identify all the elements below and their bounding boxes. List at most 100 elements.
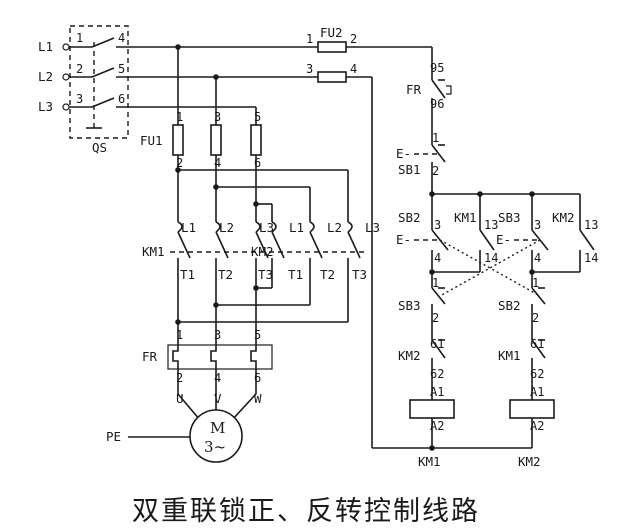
sb2-pin-3: 3 [434, 218, 441, 232]
l2-terminal [62, 73, 70, 81]
fu1-pin-1: 1 [176, 110, 183, 124]
km1-pin-61: 61 [530, 337, 544, 351]
interlock-link-1 [439, 239, 541, 297]
qs-blade-2 [91, 67, 115, 78]
motor-u: U [176, 391, 184, 406]
label-l1: L1 [38, 39, 53, 54]
qs-blade-1 [91, 37, 115, 48]
sb3-e: E- [496, 232, 511, 247]
km1-t3: T3 [258, 267, 273, 282]
sb3-nc-pin-2: 2 [432, 311, 439, 325]
label-fr-control: FR [406, 82, 422, 97]
qs-blade-3 [91, 97, 115, 108]
label-l3: L3 [38, 99, 53, 114]
qs-pin-3: 3 [76, 92, 83, 106]
motor-m: M [210, 419, 225, 437]
label-sb2-no: SB2 [398, 210, 421, 225]
fu1-fuse-1 [172, 124, 184, 156]
fu2-pin-2: 2 [350, 32, 357, 46]
km2-a1: A1 [530, 385, 544, 399]
sb1-pin-2: 2 [432, 164, 439, 178]
label-l2: L2 [38, 69, 53, 84]
fr-pin-6: 6 [254, 371, 261, 385]
fu1-pin-6: 6 [254, 156, 261, 170]
label-km2-main: KM2 [251, 244, 274, 259]
label-fu1: FU1 [140, 133, 163, 148]
km2-t1: T1 [288, 267, 303, 282]
fu2-fuse-1 [317, 41, 347, 53]
label-km2-coil: KM2 [518, 454, 541, 469]
label-km1-hold: KM1 [454, 210, 477, 225]
sb2-nc-pin-2: 2 [532, 311, 539, 325]
km1-pin-14: 14 [484, 251, 498, 265]
fu2-pin-4: 4 [350, 62, 357, 76]
fr-pin-96: 96 [430, 97, 444, 111]
km2-pin-62: 62 [430, 367, 444, 381]
label-km1-main: KM1 [142, 244, 165, 259]
km1-l2: L2 [219, 220, 234, 235]
qs-dashed-enclosure [69, 25, 129, 139]
label-sb2-nc: SB2 [498, 298, 521, 313]
fu1-fuses [172, 124, 262, 222]
km1-l1: L1 [181, 220, 196, 235]
sb2-e: E- [396, 232, 411, 247]
km1-t2: T2 [218, 267, 233, 282]
sb1-e: E- [396, 146, 411, 161]
sb3-pin-3: 3 [534, 218, 541, 232]
km2-t2: T2 [320, 267, 335, 282]
fu1-pin-5: 5 [254, 110, 261, 124]
fu1-fuse-3 [250, 124, 262, 156]
fr-pin-3: 3 [214, 328, 221, 342]
fr-pin-1: 1 [176, 328, 183, 342]
label-fu2: FU2 [320, 25, 343, 40]
page-title: 双重联锁正、反转控制线路 [132, 496, 480, 527]
label-km2-nc: KM2 [398, 348, 421, 363]
label-pe: PE [106, 429, 121, 444]
qs-pin-2: 2 [76, 62, 83, 76]
km2-coil [509, 399, 555, 419]
motor-circle [189, 409, 243, 463]
km1-coil [409, 399, 455, 419]
labels: L1 L2 L3 QS 1 2 3 4 5 6 FU1 1 3 5 2 4 6 … [38, 25, 598, 469]
qs-pin-5: 5 [118, 62, 125, 76]
km2-pin-13: 13 [584, 218, 598, 232]
sb1-pin-1: 1 [432, 131, 439, 145]
km2-l1: L1 [289, 220, 304, 235]
fr-pin-5: 5 [254, 328, 261, 342]
label-sb3-nc: SB3 [398, 298, 421, 313]
km2-l3: L3 [365, 220, 380, 235]
sb3-nc-pin-1: 1 [432, 276, 439, 290]
fr-thermal-elements [167, 288, 273, 394]
control-circuit [178, 41, 595, 451]
km2-pin-14: 14 [584, 251, 598, 265]
label-km2-hold: KM2 [552, 210, 575, 225]
l3-terminal [62, 103, 70, 111]
km1-a2: A2 [430, 419, 444, 433]
km2-a2: A2 [530, 419, 544, 433]
fr-pin-4: 4 [214, 371, 221, 385]
main-contactor-contacts [170, 221, 366, 325]
label-km1-nc: KM1 [498, 348, 521, 363]
motor-v: V [214, 391, 222, 406]
sb2-pin-4: 4 [434, 251, 441, 265]
label-km1-coil: KM1 [418, 454, 441, 469]
qs-switch [62, 25, 256, 139]
fu1-pin-3: 3 [214, 110, 221, 124]
km2-pin-61: 61 [430, 337, 444, 351]
label-fr-main: FR [142, 349, 158, 364]
qs-pin-4: 4 [118, 31, 125, 45]
fu1-fuse-2 [210, 124, 222, 156]
fr-pin-95: 95 [430, 61, 444, 75]
motor [128, 393, 257, 463]
sb2-nc-pin-1: 1 [532, 276, 539, 290]
km1-pin-62: 62 [530, 367, 544, 381]
label-sb3-no: SB3 [498, 210, 521, 225]
sb3-pin-4: 4 [534, 251, 541, 265]
km2-crossover-wiring [175, 167, 349, 222]
km1-a1: A1 [430, 385, 444, 399]
km1-l3: L3 [259, 220, 274, 235]
km1-t1: T1 [180, 267, 195, 282]
fu2-fuse-2 [317, 71, 347, 83]
label-sb1: SB1 [398, 162, 421, 177]
